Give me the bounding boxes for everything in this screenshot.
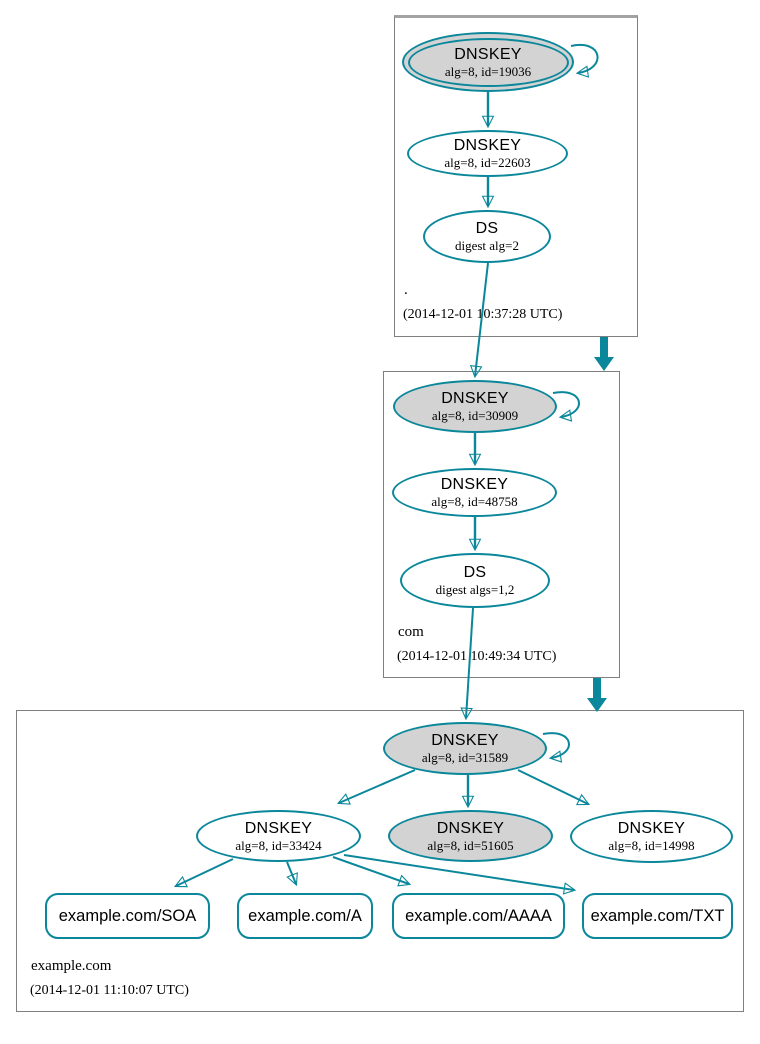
node-title: DNSKEY [431, 732, 499, 749]
node-subtitle: alg=8, id=48758 [431, 494, 518, 509]
node-rrset-example-com-txt[interactable]: example.com/TXT [582, 893, 733, 939]
node-title: DNSKEY [617, 820, 686, 837]
rrset-label: example.com/SOA [58, 906, 197, 925]
rrset-label: example.com/A [248, 906, 362, 925]
node-rrset-example-com-soa[interactable]: example.com/SOA [45, 893, 210, 939]
node-ds-com[interactable]: DS digest algs=1,2 [400, 553, 550, 608]
node-subtitle: alg=8, id=33424 [235, 837, 322, 853]
node-subtitle: alg=8, id=31589 [421, 750, 509, 765]
node-subtitle: alg=8, id=22603 [444, 155, 531, 170]
node-title: DS [463, 564, 487, 581]
node-subtitle: alg=8, id=19036 [444, 63, 532, 79]
node-subtitle: alg=8, id=30909 [431, 408, 519, 423]
node-title: DNSKEY [244, 819, 313, 837]
zone-timestamp-com: (2014-12-01 10:49:34 UTC) [397, 649, 557, 664]
node-ds-root[interactable]: DS digest alg=2 [423, 210, 551, 263]
zone-label-root: . [404, 282, 408, 298]
node-title: DNSKEY [436, 819, 505, 837]
node-title: DNSKEY [441, 390, 509, 407]
node-subtitle: digest alg=2 [454, 238, 520, 253]
delegation-arrow-com-to-example [587, 678, 607, 712]
node-rrset-example-com-aaaa[interactable]: example.com/AAAA [392, 893, 565, 939]
node-dnskey-14998[interactable]: DNSKEY alg=8, id=14998 [570, 810, 733, 863]
node-subtitle: digest algs=1,2 [435, 582, 515, 597]
node-dnskey-19036[interactable]: DNSKEY alg=8, id=19036 [402, 32, 574, 92]
node-dnskey-48758[interactable]: DNSKEY alg=8, id=48758 [392, 468, 557, 517]
node-title: DNSKEY [453, 137, 522, 154]
zone-timestamp-example-com: (2014-12-01 11:10:07 UTC) [30, 983, 189, 998]
node-rrset-example-com-a[interactable]: example.com/A [237, 893, 373, 939]
rrset-label: example.com/TXT [590, 906, 725, 925]
zone-timestamp-root: (2014-12-01 10:37:28 UTC) [403, 307, 563, 322]
node-subtitle: alg=8, id=51605 [427, 837, 514, 853]
node-title: DNSKEY [454, 45, 522, 63]
node-title: DS [475, 220, 499, 237]
node-dnskey-51605[interactable]: DNSKEY alg=8, id=51605 [388, 810, 553, 862]
zone-label-example-com: example.com [31, 958, 112, 974]
zone-label-com: com [398, 624, 424, 640]
node-dnskey-22603[interactable]: DNSKEY alg=8, id=22603 [407, 130, 568, 177]
node-dnskey-31589[interactable]: DNSKEY alg=8, id=31589 [383, 722, 547, 775]
rrset-label: example.com/AAAA [405, 906, 552, 925]
node-dnskey-30909[interactable]: DNSKEY alg=8, id=30909 [393, 380, 557, 433]
delegation-arrow-root-to-com [594, 337, 614, 371]
node-title: DNSKEY [440, 476, 509, 493]
node-dnskey-33424[interactable]: DNSKEY alg=8, id=33424 [196, 810, 361, 862]
node-subtitle: alg=8, id=14998 [608, 838, 695, 853]
